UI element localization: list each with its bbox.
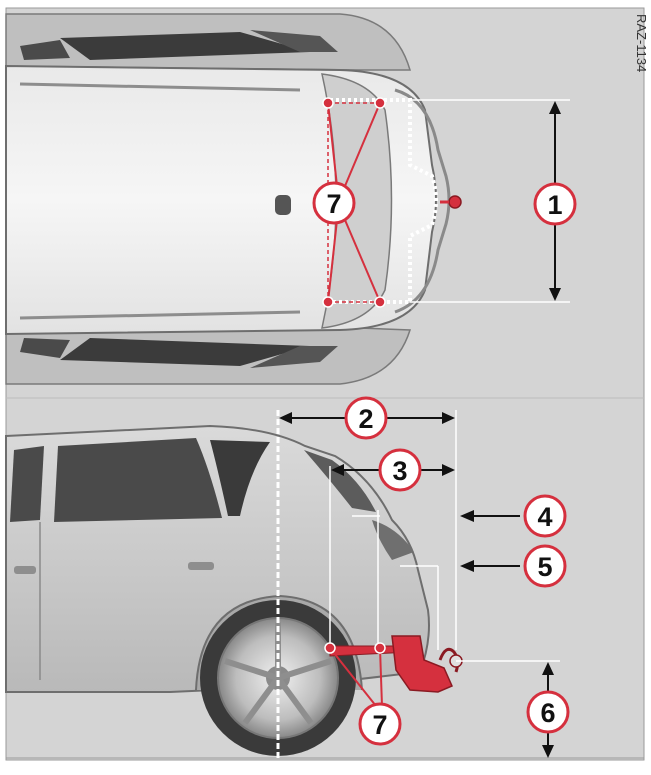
- dimension-arrow-icon: [542, 662, 554, 675]
- side-window-rear: [54, 438, 222, 522]
- door-handle-front: [14, 566, 36, 574]
- mounting-point-icon: [374, 642, 386, 654]
- towbar-crossmember-outline: [330, 98, 438, 304]
- tail-light: [372, 520, 414, 560]
- callout-2: 2: [344, 396, 388, 440]
- dimension-arrow-icon: [549, 288, 561, 301]
- side-view-panel: [5, 410, 644, 760]
- mounting-point-icon: [374, 97, 386, 109]
- callout-5-label: 5: [537, 552, 552, 582]
- dimension-arrow-icon: [460, 510, 474, 522]
- callout-6-label: 6: [540, 698, 555, 728]
- dimension-arrow-icon: [542, 745, 554, 758]
- callout-6: 6: [526, 690, 570, 734]
- dimension-4: [352, 510, 520, 522]
- callout-7-side-label: 7: [372, 710, 387, 740]
- rear-glass-side-view: [304, 450, 376, 512]
- mounting-point-icon: [322, 296, 334, 308]
- rear-wheel: [200, 600, 356, 756]
- callout-1: 1: [533, 182, 577, 226]
- mounting-point-icon: [322, 97, 334, 109]
- mounting-points-side: [324, 642, 386, 707]
- callout-3: 3: [378, 448, 422, 492]
- dimension-arrow-icon: [460, 560, 474, 572]
- callout-7-top: 7: [312, 181, 356, 225]
- callout-7-top-label: 7: [326, 189, 341, 219]
- dimension-arrow-icon: [549, 101, 561, 114]
- callout-3-label: 3: [392, 456, 407, 486]
- roof-rail-lower: [19, 310, 301, 320]
- top-view-lower-side: [5, 327, 412, 385]
- callout-1-label: 1: [547, 190, 562, 220]
- callout-5: 5: [523, 544, 567, 588]
- dimension-5: [400, 560, 520, 572]
- top-view-upper-side: [5, 13, 411, 71]
- callout-7-side: 7: [358, 702, 402, 746]
- roof-rail-upper: [19, 82, 301, 92]
- dimension-arrow-icon: [442, 412, 455, 424]
- dimension-arrow-icon: [331, 464, 344, 476]
- callout-4-label: 4: [537, 502, 552, 532]
- mounting-point-icon: [374, 296, 386, 308]
- top-view-panel: [5, 13, 570, 385]
- reference-code: RAZ-1134: [634, 14, 649, 72]
- callout-2-label: 2: [358, 404, 373, 434]
- antenna-icon: [275, 195, 291, 215]
- side-window-quarter: [210, 440, 270, 516]
- mounting-point-icon: [324, 642, 336, 654]
- side-window-front: [10, 446, 44, 522]
- callout-4: 4: [523, 494, 567, 538]
- door-handle-rear: [188, 562, 214, 570]
- dimension-arrow-icon: [279, 412, 292, 424]
- ball-hitch-icon: [448, 195, 462, 209]
- towbar-assembly-side: [329, 635, 463, 693]
- dimension-arrow-icon: [442, 464, 455, 476]
